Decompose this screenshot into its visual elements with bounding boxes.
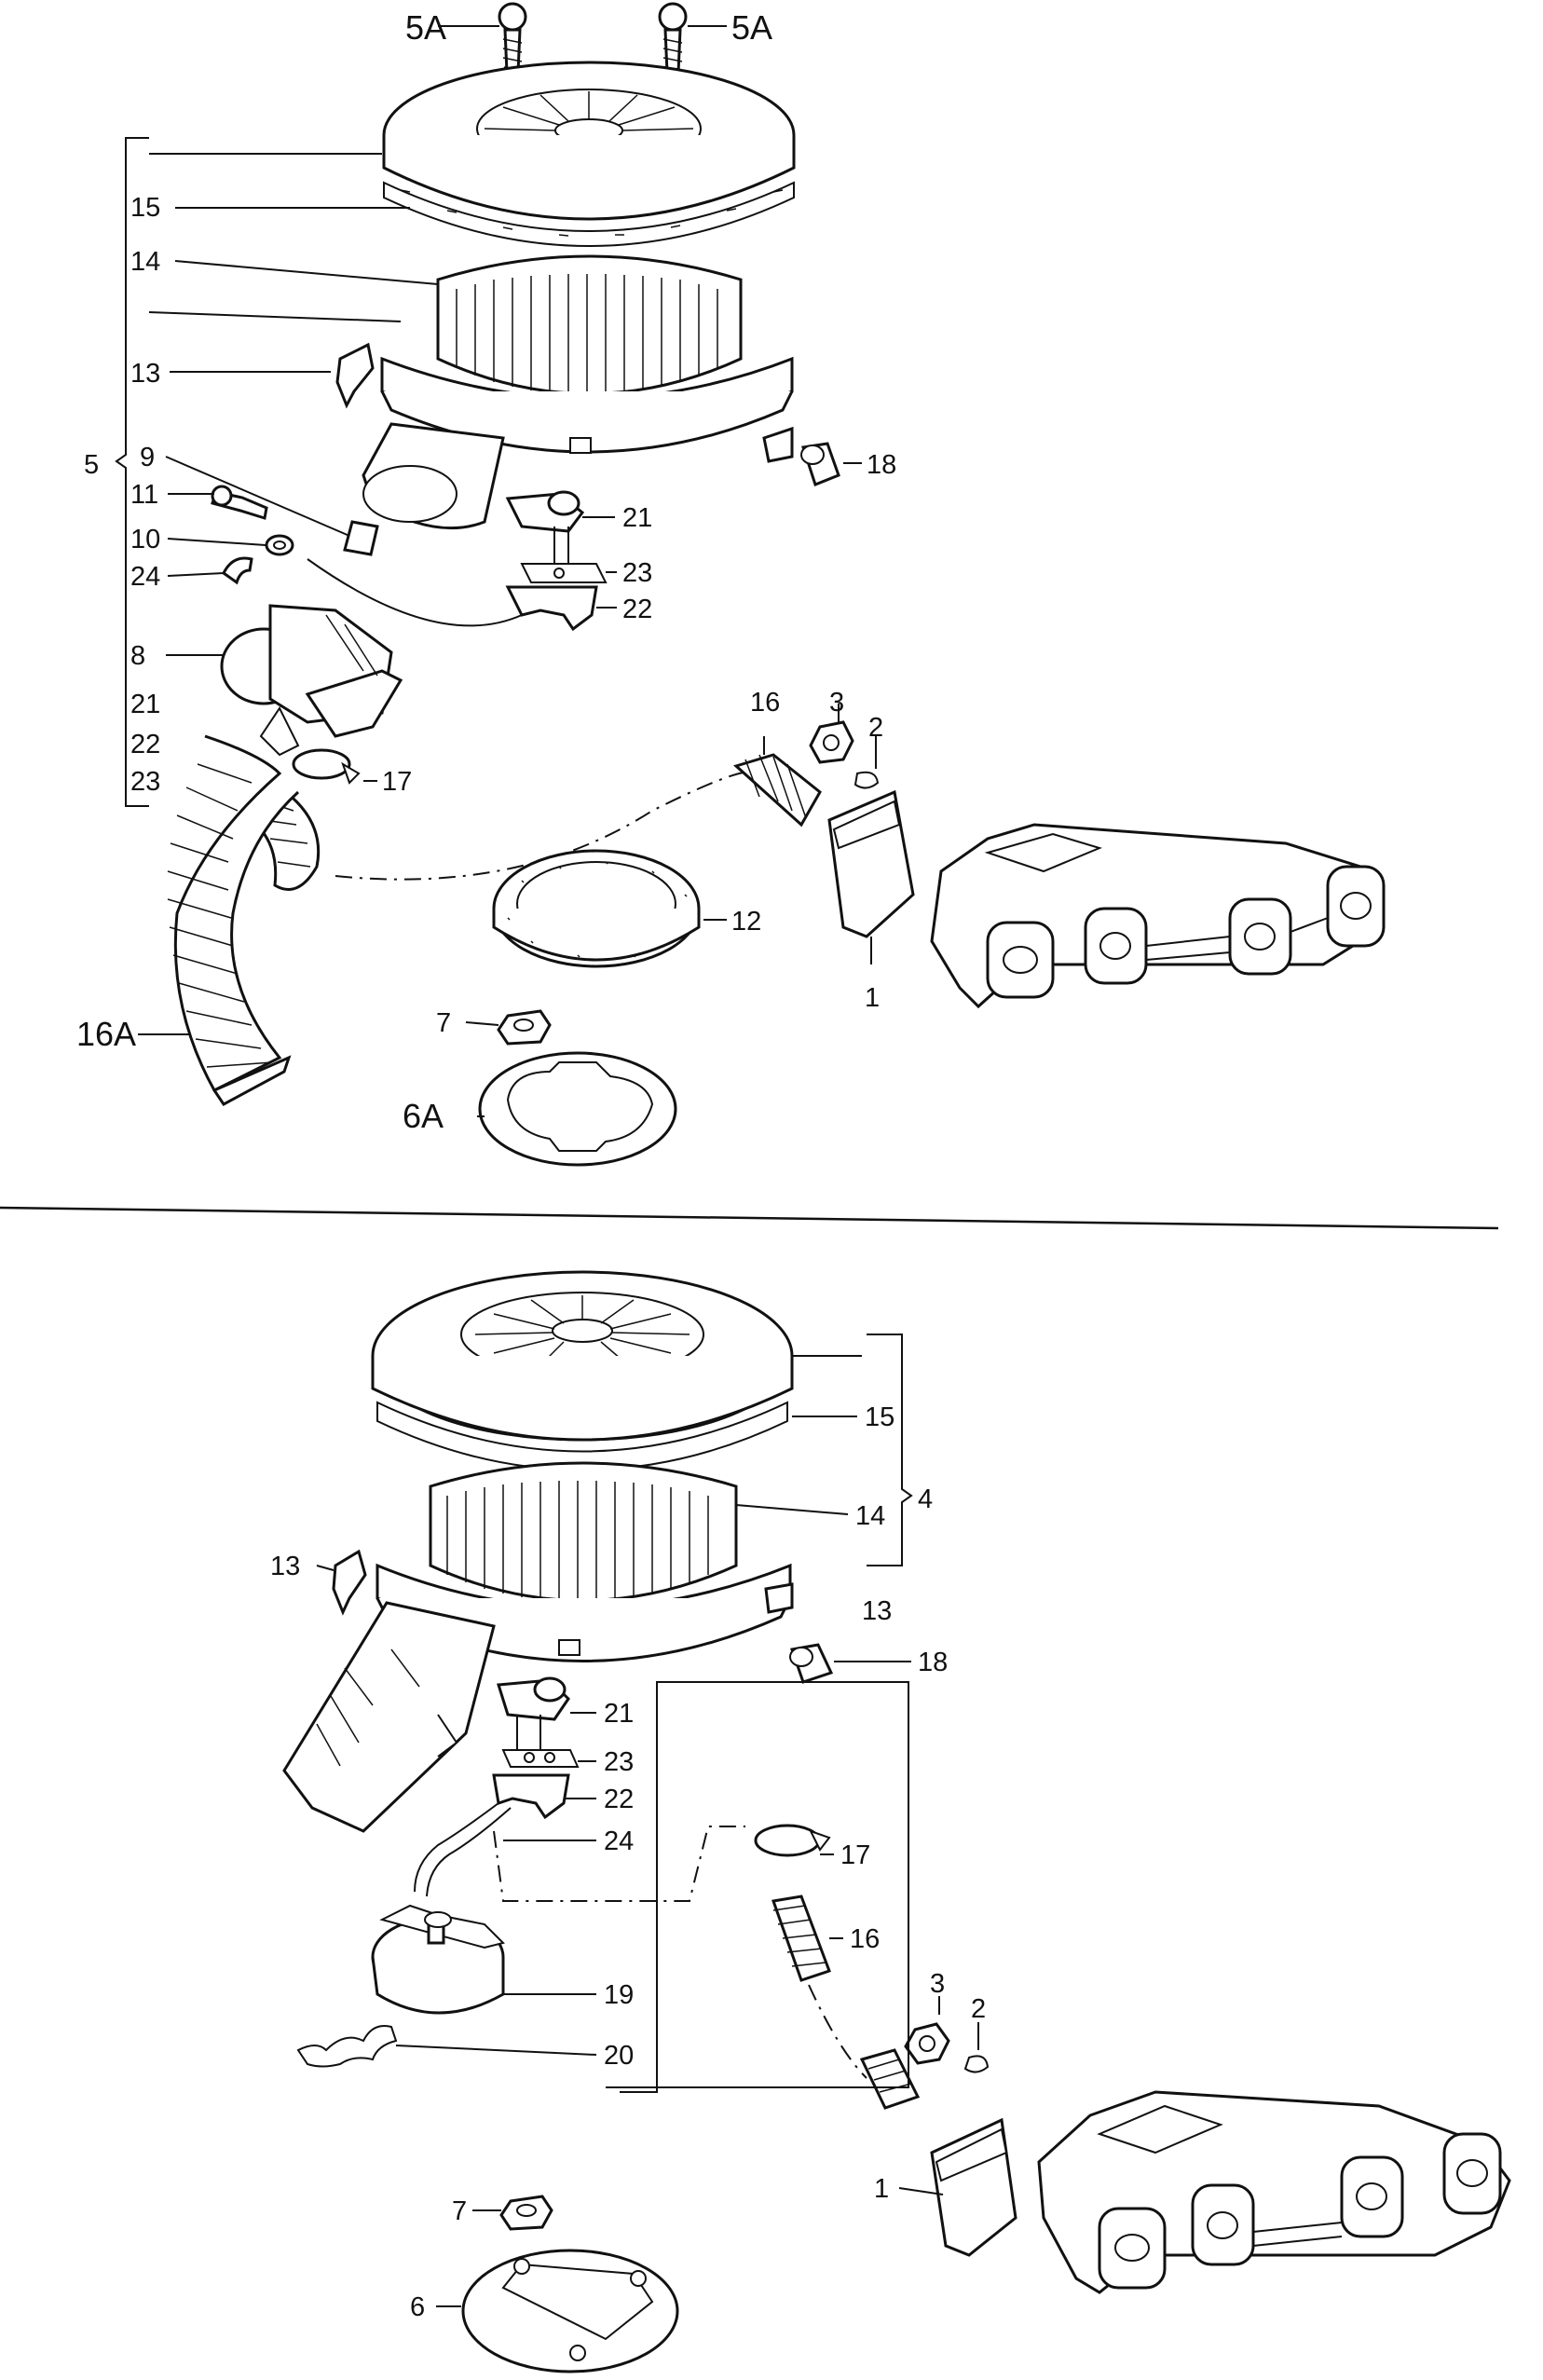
section-divider (0, 1206, 1499, 1230)
flex-hose-16a (167, 734, 300, 1106)
nut-7-bottom (499, 2195, 553, 2231)
label-10: 10 (130, 525, 160, 554)
screw-5a-right (658, 2, 688, 75)
screw-11 (211, 485, 268, 520)
label-14: 14 (130, 247, 160, 277)
label-8: 8 (130, 641, 145, 671)
air-cleaner-lid (382, 61, 796, 221)
label-4: 4 (918, 1484, 933, 1514)
label-9: 9 (140, 443, 155, 472)
label-14-bottom: 14 (855, 1501, 885, 1531)
label-12: 12 (731, 907, 761, 937)
gasket-ring-12 (492, 849, 701, 968)
label-7-bottom: 7 (452, 2196, 467, 2226)
nut-7-top (497, 1009, 552, 1046)
filter-element-14 (436, 254, 743, 395)
air-cleaner-lid-bottom (371, 1270, 794, 1442)
label-13: 13 (130, 359, 160, 389)
nut-3-bottom (904, 2022, 950, 2065)
label-21-bottom: 21 (604, 1699, 634, 1729)
control-unit-19 (371, 1904, 505, 2015)
label-5: 5 (84, 450, 99, 480)
label-22-side: 22 (130, 730, 160, 759)
filter-element-14-bottom (429, 1461, 738, 1602)
intake-snout-long (282, 1601, 496, 1833)
label-20: 20 (604, 2041, 634, 2071)
label-19: 19 (604, 1980, 634, 2010)
label-1: 1 (865, 983, 880, 1013)
screw-5a-left (498, 2, 527, 75)
hose-16-bottom (771, 1894, 831, 1982)
temperature-sensor-21 (505, 490, 585, 568)
base-gasket-6 (461, 2249, 679, 2373)
control-valve-8 (220, 604, 403, 757)
hose-16-manifold (733, 753, 822, 828)
label-18-bottom: 18 (918, 1648, 948, 1677)
label-17-bottom: 17 (840, 1840, 870, 1870)
exhaust-manifold-bottom (1037, 2090, 1511, 2294)
exhaust-manifold-top (930, 823, 1386, 1009)
label-18: 18 (867, 450, 896, 480)
vacuum-hose-24 (222, 556, 523, 627)
label-23-bottom: 23 (604, 1747, 634, 1777)
label-2-bottom: 2 (971, 1994, 986, 2024)
lock-washer-2-top (853, 771, 880, 789)
label-22: 22 (622, 595, 652, 624)
label-24-bottom: 24 (604, 1826, 634, 1856)
label-5a-left: 5A (405, 8, 446, 47)
washer-10 (265, 534, 294, 556)
hose-clamp-17-top (292, 748, 361, 785)
gasket-15-bottom (376, 1401, 788, 1471)
label-2: 2 (868, 713, 883, 743)
label-21: 21 (622, 503, 652, 533)
label-11: 11 (130, 480, 158, 510)
nut-3-top (809, 720, 854, 764)
label-6: 6 (410, 2292, 425, 2322)
lock-washer-2-bottom (963, 2055, 990, 2073)
hose-sleeve-bottom (859, 2048, 921, 2110)
clip-13-bottom (332, 1549, 367, 1616)
top-assembly: 5A 5A 15 14 13 5 9 11 10 24 8 21 22 23 1… (76, 2, 1386, 1167)
hose-clamp-17-bottom (754, 1824, 831, 1857)
label-17: 17 (382, 767, 412, 797)
label-1-bottom: 1 (874, 2174, 889, 2204)
label-7: 7 (436, 1008, 451, 1038)
bracket-9 (343, 520, 379, 556)
plug-18 (800, 442, 840, 486)
label-23: 23 (622, 558, 652, 588)
temperature-sensor-21-bottom (497, 1676, 570, 1752)
label-5a-right: 5A (731, 8, 772, 47)
intake-snout (362, 422, 505, 530)
bracket-22-bottom (492, 1773, 570, 1820)
label-15-bottom: 15 (865, 1402, 894, 1432)
vacuum-hose-24-bottom (414, 1802, 512, 1897)
clip-13 (335, 342, 375, 409)
heat-shroud-1-top (827, 789, 915, 938)
label-16a: 16A (76, 1015, 136, 1053)
gasket-23-bottom (501, 1749, 580, 1768)
base-gasket-6a (478, 1051, 677, 1167)
gasket-15 (383, 181, 795, 247)
gasket-23 (520, 563, 608, 583)
label-21-side: 21 (130, 690, 160, 719)
heat-shroud-1-bottom (930, 2117, 1017, 2257)
bottom-assembly: 15 14 4 13 13 18 21 23 22 24 17 16 3 2 1… (270, 1270, 1511, 2373)
label-3: 3 (829, 688, 844, 718)
label-23-side: 23 (130, 767, 160, 797)
plug-18-bottom (789, 1643, 834, 1684)
label-22-bottom: 22 (604, 1785, 634, 1814)
label-16: 16 (750, 688, 780, 718)
label-16-bottom: 16 (850, 1924, 880, 1954)
bracket-22 (505, 585, 598, 632)
wire-clip-20 (296, 2025, 398, 2068)
label-13-right: 13 (862, 1596, 892, 1626)
label-13-left: 13 (270, 1552, 300, 1581)
label-6a: 6A (403, 1097, 444, 1135)
label-15: 15 (130, 193, 160, 223)
label-24: 24 (130, 562, 160, 592)
label-3-bottom: 3 (930, 1969, 945, 1999)
